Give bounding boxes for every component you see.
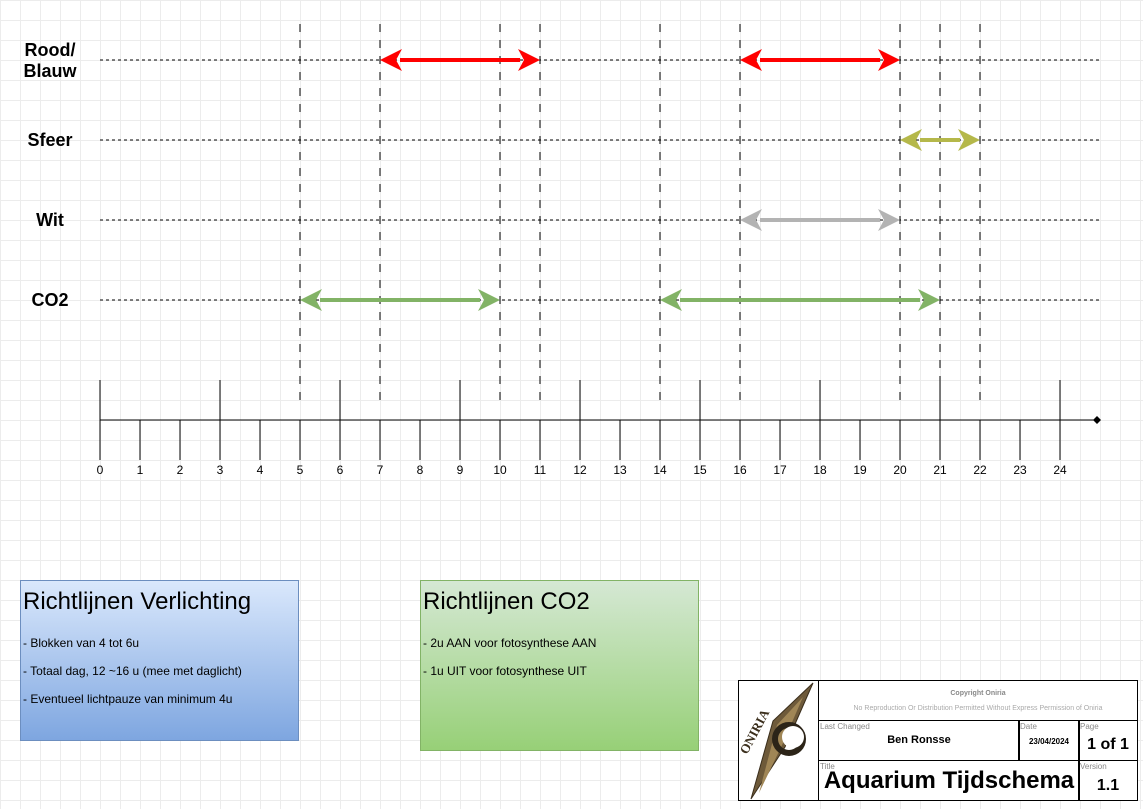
date-label: Date [1020, 722, 1037, 731]
title-block: ONIRIA Copyright Oniria No Reproduction … [736, 680, 1138, 801]
version-label: Version [1080, 762, 1107, 771]
reproduction-notice: No Reproduction Or Distribution Permitte… [853, 705, 1103, 712]
row-label: Rood/Blauw [23, 40, 77, 81]
tick-label: 6 [337, 463, 344, 477]
axis-end-marker [1093, 416, 1101, 424]
tick-label: 16 [733, 463, 747, 477]
tick-label: 7 [377, 463, 384, 477]
last-changed-cell: Last Changed Ben Ronsse [818, 720, 1020, 761]
lighting-guideline-1: - Blokken van 4 tot 6u [23, 636, 140, 650]
tick-label: 12 [573, 463, 587, 477]
row-label: Sfeer [27, 130, 72, 150]
date-value: 23/04/2024 [1028, 737, 1070, 746]
last-changed-value: Ben Ronsse [887, 734, 951, 746]
tick-label: 21 [933, 463, 947, 477]
page-cell: Page 1 of 1 [1078, 720, 1138, 761]
arrow-head-right [518, 49, 540, 71]
tick-label: 18 [813, 463, 827, 477]
tick-label: 2 [177, 463, 184, 477]
arrow-head-left [380, 49, 402, 71]
co2-guidelines-box: Richtlijnen CO2 - 2u AAN voor fotosynthe… [420, 580, 699, 751]
copyright-cell: Copyright Oniria No Reproduction Or Dist… [818, 680, 1138, 721]
tick-label: 4 [257, 463, 264, 477]
copyright-text: Copyright Oniria [950, 690, 1006, 697]
version-cell: Version 1.1 [1078, 760, 1138, 801]
page-label: Page [1080, 722, 1099, 731]
page-value: 1 of 1 [1087, 736, 1129, 753]
co2-guideline-1: - 2u AAN voor fotosynthese AAN [423, 636, 597, 650]
arrow-head-right [958, 129, 980, 151]
tick-label: 5 [297, 463, 304, 477]
lighting-guideline-2: - Totaal dag, 12 ~16 u (mee met daglicht… [23, 664, 242, 678]
title-label: Title [820, 762, 835, 771]
arrow-head-left [740, 209, 762, 231]
arrow-head-right [878, 209, 900, 231]
tick-label: 11 [534, 463, 547, 477]
arrow-head-right [918, 289, 940, 311]
co2-guidelines-title: Richtlijnen CO2 [423, 588, 590, 615]
tick-label: 10 [493, 463, 507, 477]
version-value: 1.1 [1096, 777, 1120, 794]
lighting-guidelines-box: Richtlijnen Verlichting - Blokken van 4 … [20, 580, 299, 741]
lighting-guideline-3: - Eventueel lichtpauze van minimum 4u [23, 692, 233, 706]
tick-label: 20 [893, 463, 907, 477]
arrow-head-left [900, 129, 922, 151]
tick-label: 9 [457, 463, 464, 477]
tick-label: 15 [693, 463, 707, 477]
row-label: CO2 [31, 290, 68, 310]
logo-cell: ONIRIA [736, 680, 819, 801]
tick-label: 22 [973, 463, 987, 477]
tick-label: 8 [417, 463, 424, 477]
arrow-head-right [478, 289, 500, 311]
arrow-head-left [740, 49, 762, 71]
last-changed-label: Last Changed [820, 722, 870, 731]
tick-label: 13 [613, 463, 627, 477]
tick-label: 0 [97, 463, 104, 477]
lighting-guidelines-title: Richtlijnen Verlichting [23, 588, 252, 615]
tick-label: 24 [1053, 463, 1067, 477]
tick-label: 1 [137, 463, 144, 477]
co2-guideline-2: - 1u UIT voor fotosynthese UIT [423, 664, 587, 678]
tick-label: 14 [653, 463, 667, 477]
tick-label: 3 [217, 463, 224, 477]
tick-label: 17 [773, 463, 787, 477]
arrow-head-right [878, 49, 900, 71]
row-label: Wit [36, 210, 64, 230]
arrow-head-left [300, 289, 322, 311]
tick-label: 19 [853, 463, 867, 477]
tick-label: 23 [1013, 463, 1027, 477]
oniria-logo: ONIRIA [736, 682, 814, 800]
title-cell: Title Aquarium Tijdschema [818, 760, 1080, 801]
date-cell: Date 23/04/2024 [1018, 720, 1080, 761]
arrow-head-left [660, 289, 682, 311]
diagram-title: Aquarium Tijdschema [823, 767, 1075, 794]
